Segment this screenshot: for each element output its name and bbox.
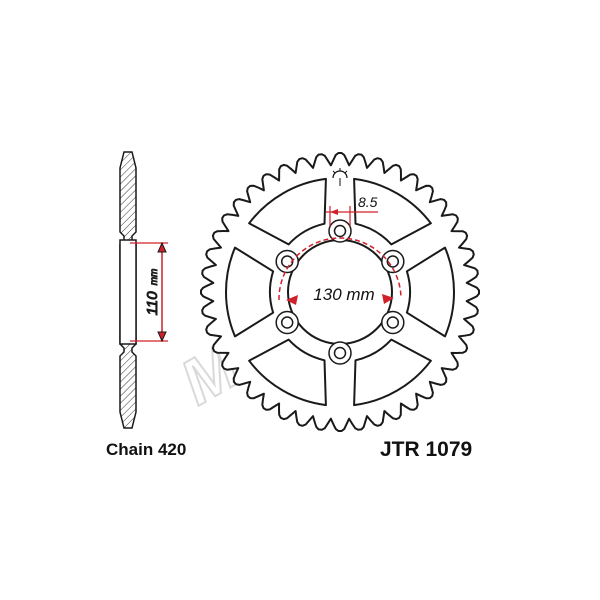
lightening-windows [225, 177, 455, 407]
lightening-window [248, 338, 327, 407]
bolt-hole [333, 346, 347, 360]
bolt-hole [386, 316, 400, 329]
bolt-circle-arrow-right [382, 294, 394, 304]
lightening-window [248, 177, 327, 246]
lightening-window [353, 338, 432, 407]
bolt-circle-arc [278, 237, 402, 301]
bolt-hole [280, 316, 294, 329]
part-number-label: JTR 1079 [380, 438, 473, 461]
height-value: 110 [144, 291, 161, 316]
hole-dim-arrow [330, 209, 338, 215]
chain-size-label: Chain 420 [106, 440, 187, 459]
height-arrow-top [157, 241, 167, 253]
timing-mark-icon [332, 168, 348, 186]
bolt-circle-arrow-left [286, 295, 298, 305]
bolt-holes [275, 219, 405, 365]
bolt-hole [333, 224, 347, 238]
lightening-window [225, 246, 275, 338]
bolt-circle-label: 130 mm [313, 285, 374, 304]
lightening-window [353, 177, 432, 246]
side-profile-hub [119, 239, 137, 345]
sprocket-front: 130 mm 8.5 [200, 152, 480, 432]
side-profile-bottom [119, 337, 137, 429]
lightening-window [405, 246, 455, 338]
side-profile: 110 mm [119, 151, 168, 429]
hole-dim-label: 8.5 [358, 194, 378, 210]
height-unit: mm [149, 269, 160, 286]
height-arrow-bottom [157, 331, 167, 343]
height-dimension-label: 110 mm [144, 269, 161, 316]
